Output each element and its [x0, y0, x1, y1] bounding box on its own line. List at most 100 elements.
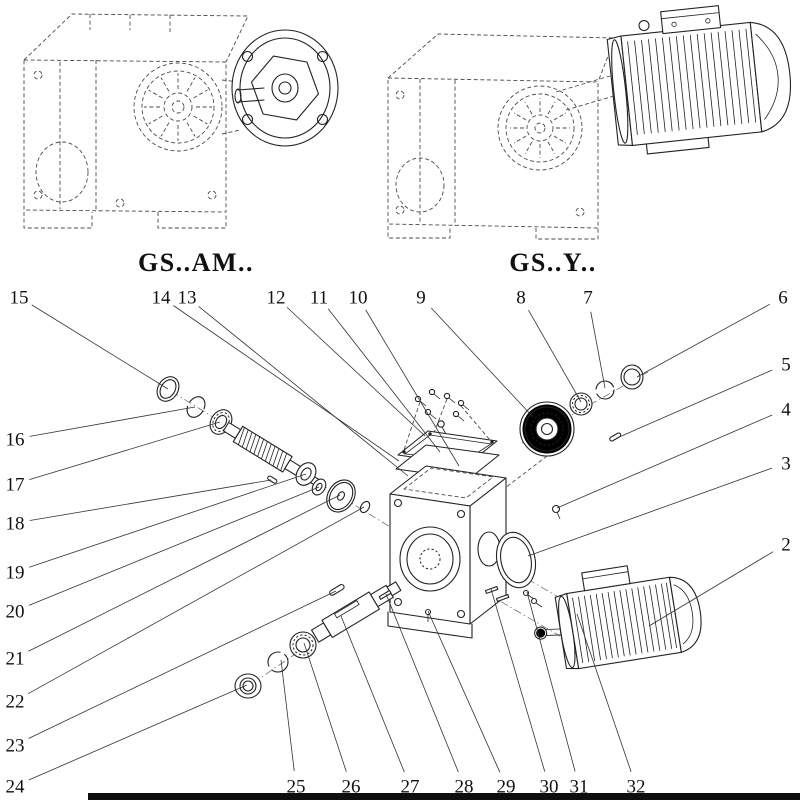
part-number-24: 24: [6, 777, 26, 798]
lifting-lug: [638, 20, 650, 32]
key-small: [267, 475, 278, 484]
shaft-key: [329, 583, 345, 596]
screw: [452, 410, 465, 422]
part-number-5: 5: [781, 355, 791, 376]
circlip: [595, 380, 615, 400]
callout-3: 3: [527, 454, 791, 557]
screw: [443, 392, 456, 404]
callout-14: 14: [152, 288, 400, 462]
fan-cover: [749, 21, 792, 133]
callout-20: 20: [6, 486, 320, 623]
part-number-18: 18: [6, 514, 25, 535]
part-number-16: 16: [6, 430, 25, 451]
leader-line-31: [526, 591, 576, 772]
leader-line-16: [29, 406, 196, 437]
callout-30: 30: [490, 588, 559, 798]
leader-line-2: [648, 551, 774, 627]
callout-28: 28: [385, 593, 474, 798]
breather-plug: [437, 420, 447, 435]
leader-line-32: [576, 613, 632, 772]
callout-11: 11: [310, 288, 441, 453]
part-number-20: 20: [6, 602, 25, 623]
leader-line-17: [29, 421, 221, 481]
callout-24: 24: [6, 684, 248, 798]
leader-line-25: [280, 659, 295, 772]
gs-am-drawing: [23, 13, 339, 229]
callout-27: 27: [340, 615, 420, 798]
leader-line-13: [198, 306, 409, 477]
part-number-13: 13: [178, 288, 197, 309]
part-number-8: 8: [516, 288, 526, 309]
gearbox-body-dashed: [23, 13, 249, 229]
circlip: [267, 651, 289, 673]
oil-seal: [234, 673, 262, 699]
leader-line-29: [427, 610, 501, 773]
leader-line-18: [29, 479, 272, 521]
leader-line-28: [385, 593, 459, 773]
screw: [457, 399, 470, 411]
callout-25: 25: [280, 659, 306, 798]
end-ring: [620, 364, 644, 390]
leader-line-9: [430, 307, 534, 418]
callout-26: 26: [303, 642, 361, 798]
part-number-23: 23: [6, 736, 25, 757]
leader-line-11: [327, 308, 441, 453]
part-number-15: 15: [10, 288, 29, 309]
part-number-21: 21: [6, 649, 25, 670]
part-number-25: 25: [287, 777, 306, 798]
leader-line-24: [28, 684, 248, 781]
part-number-30: 30: [540, 777, 559, 798]
part-number-31: 31: [570, 777, 589, 798]
part-number-3: 3: [781, 454, 791, 475]
cover-screws: [414, 388, 470, 435]
part-number-9: 9: [416, 288, 426, 309]
callout-4: 4: [556, 400, 791, 509]
leader-line-15: [31, 304, 169, 390]
leader-line-23: [28, 590, 337, 739]
fan-cover: [668, 576, 702, 653]
callout-9: 9: [416, 288, 534, 418]
leader-line-21: [28, 494, 341, 652]
callout-22: 22: [6, 506, 365, 713]
bottom-rule: [88, 793, 800, 800]
callout-2: 2: [648, 535, 791, 627]
part-number-19: 19: [6, 563, 25, 584]
callout-29: 29: [427, 610, 516, 798]
part-number-10: 10: [349, 288, 368, 309]
leader-line-3: [527, 467, 773, 557]
washer-small: [359, 500, 371, 514]
part-number-11: 11: [310, 288, 328, 309]
part-number-14: 14: [152, 288, 172, 309]
leader-line-4: [556, 414, 773, 509]
leader-line-5: [616, 369, 773, 439]
part-number-6: 6: [778, 288, 788, 309]
callout-19: 19: [6, 473, 307, 584]
part-number-26: 26: [342, 777, 361, 798]
part-number-7: 7: [583, 288, 593, 309]
leader-line-22: [27, 506, 365, 695]
bearing: [569, 392, 593, 416]
callout-15: 15: [10, 288, 169, 390]
part-number-4: 4: [781, 400, 791, 421]
callout-5: 5: [616, 355, 791, 439]
leader-line-27: [340, 615, 405, 773]
callout-13: 13: [178, 288, 409, 477]
leader-line-12: [286, 306, 426, 437]
callout-31: 31: [526, 591, 589, 798]
callout-16: 16: [6, 406, 196, 451]
leader-line-26: [303, 642, 347, 772]
terminal-box: [660, 5, 722, 35]
pin: [378, 589, 392, 600]
leader-line-6: [636, 303, 771, 378]
gs-y-drawing: [387, 5, 792, 240]
shim-disc: [326, 479, 356, 513]
part-number-12: 12: [267, 288, 286, 309]
part-number-28: 28: [455, 777, 474, 798]
circlip: [186, 396, 206, 418]
stud: [495, 593, 510, 602]
flange-shaft-stub: [234, 87, 265, 104]
motor: [534, 565, 702, 670]
